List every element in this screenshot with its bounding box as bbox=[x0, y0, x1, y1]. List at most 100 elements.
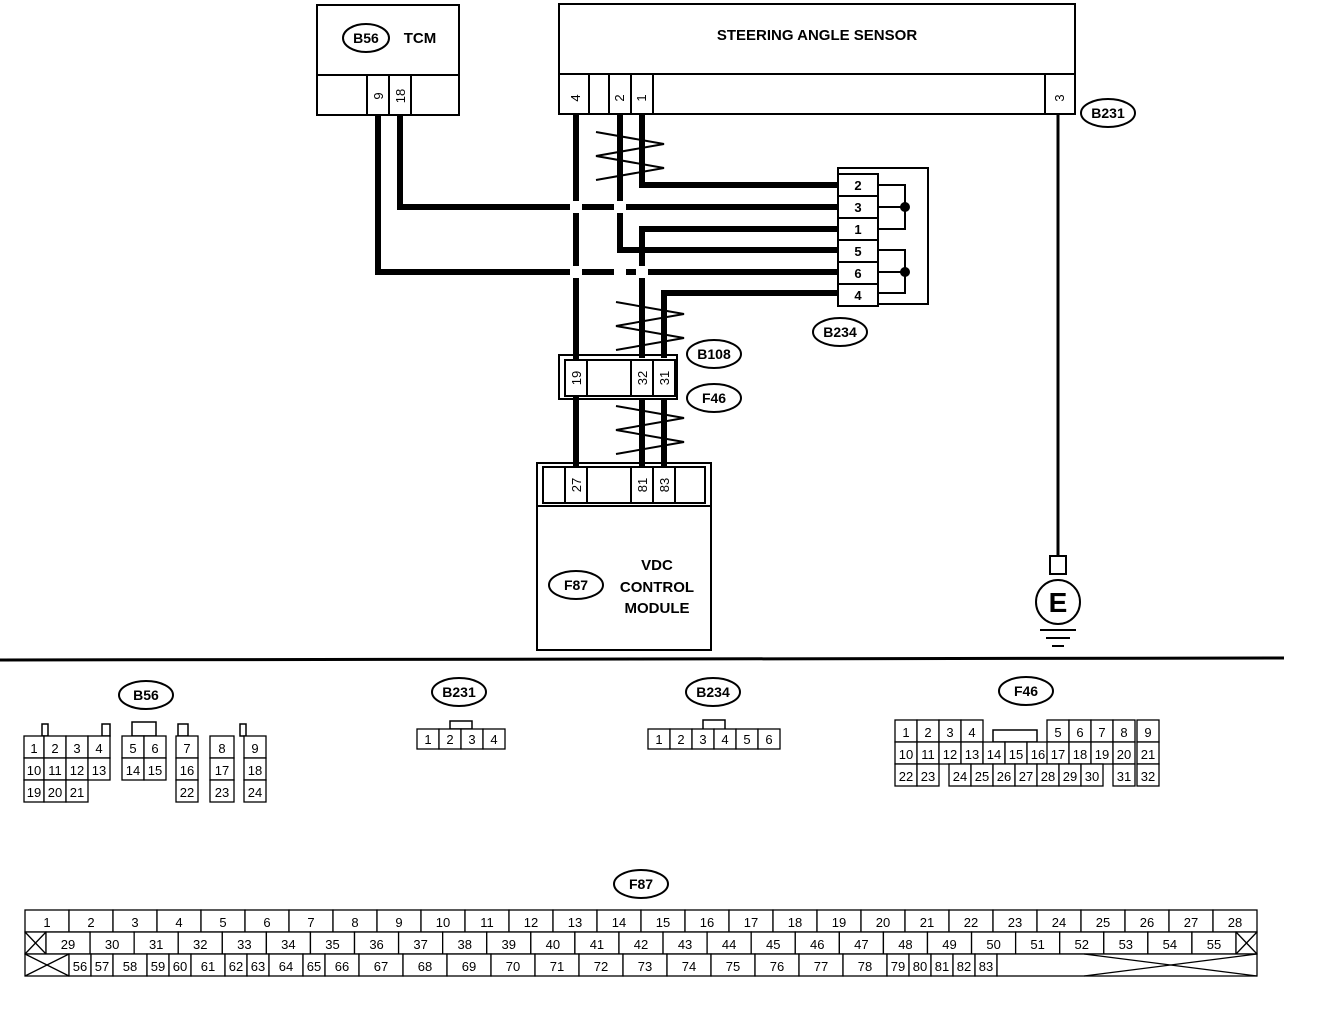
f87-pin-label: 74 bbox=[682, 959, 696, 974]
b56-pin-label: 1 bbox=[30, 741, 37, 756]
f46-pin-label: 21 bbox=[1141, 747, 1155, 762]
b234-pin-label: 3 bbox=[699, 732, 706, 747]
f46-code: F46 bbox=[702, 390, 726, 406]
b56-pin-label: 6 bbox=[151, 741, 158, 756]
tcm-code: B56 bbox=[353, 30, 379, 46]
f87-pin-label: 52 bbox=[1075, 937, 1089, 952]
f46-pin-label: 19 bbox=[1095, 747, 1109, 762]
f87-code: F87 bbox=[564, 577, 588, 593]
vdc-name-line: MODULE bbox=[625, 600, 690, 617]
inline-pin-19: 19 bbox=[569, 371, 584, 385]
f87-badge bbox=[548, 570, 604, 600]
f87-pin-label: 40 bbox=[546, 937, 560, 952]
b56-cell bbox=[243, 779, 267, 803]
joint-pin: 3 bbox=[854, 200, 861, 215]
b56-pin-label: 7 bbox=[183, 741, 190, 756]
f87-pin-label: 83 bbox=[979, 959, 993, 974]
f87-pin-label: 3 bbox=[131, 915, 138, 930]
f46-pin-label: 12 bbox=[943, 747, 957, 762]
b231-detail-code: B231 bbox=[442, 684, 476, 700]
f87-pin-label: 17 bbox=[744, 915, 758, 930]
wire-crossings bbox=[570, 201, 648, 278]
vdc-pin-83: 83 bbox=[657, 478, 672, 492]
tcm-pin-18: 18 bbox=[393, 89, 408, 103]
f87-pin-label: 31 bbox=[149, 937, 163, 952]
f87-pin-label: 43 bbox=[678, 937, 692, 952]
joint-pin: 4 bbox=[854, 288, 862, 303]
f46-pin-label: 3 bbox=[946, 725, 953, 740]
joint-pin: 1 bbox=[854, 222, 861, 237]
b56-pin-label: 10 bbox=[27, 763, 41, 778]
f87-pin-label: 6 bbox=[263, 915, 270, 930]
b234-detail-badge bbox=[685, 677, 741, 707]
f87-pin-label: 32 bbox=[193, 937, 207, 952]
f87-pin-label: 33 bbox=[237, 937, 251, 952]
f46-pin-label: 4 bbox=[968, 725, 975, 740]
f87-pin-label: 73 bbox=[638, 959, 652, 974]
b231-code: B231 bbox=[1091, 105, 1125, 121]
f87-pin-label: 72 bbox=[594, 959, 608, 974]
f87-pin-label: 68 bbox=[418, 959, 432, 974]
sensor-pin-4: 4 bbox=[568, 94, 583, 101]
b56-cell bbox=[143, 757, 167, 781]
f87-pin-label: 75 bbox=[726, 959, 740, 974]
f87-pin-label: 7 bbox=[307, 915, 314, 930]
b231-badge bbox=[1080, 98, 1136, 128]
f87-pin-label: 63 bbox=[251, 959, 265, 974]
f87-pin-label: 9 bbox=[395, 915, 402, 930]
f87-pin-label: 25 bbox=[1096, 915, 1110, 930]
b56-pin-label: 3 bbox=[73, 741, 80, 756]
f46-pin-label: 31 bbox=[1117, 769, 1131, 784]
f87-pin-label: 79 bbox=[891, 959, 905, 974]
f87-pin-label: 28 bbox=[1228, 915, 1242, 930]
inline-pin-31: 31 bbox=[657, 371, 672, 385]
b234-detail-code: B234 bbox=[696, 684, 730, 700]
f46-detail-badge bbox=[998, 676, 1054, 706]
f46-pin-label: 14 bbox=[987, 747, 1001, 762]
f87-pin-label: 44 bbox=[722, 937, 736, 952]
f87-pin-label: 2 bbox=[87, 915, 94, 930]
f87-pin-label: 26 bbox=[1140, 915, 1154, 930]
b234-pin-label: 4 bbox=[721, 732, 728, 747]
connector-latches bbox=[41, 719, 1038, 743]
tcm-module bbox=[316, 4, 460, 116]
f87-pin-label: 53 bbox=[1119, 937, 1133, 952]
f87-pin-label: 20 bbox=[876, 915, 890, 930]
tcm-name: TCM bbox=[404, 30, 437, 47]
f87-pin-label: 69 bbox=[462, 959, 476, 974]
vdc-module bbox=[536, 462, 712, 651]
f87-pin-label: 62 bbox=[229, 959, 243, 974]
f87-pin-label: 51 bbox=[1030, 937, 1044, 952]
f87-pin-label: 49 bbox=[942, 937, 956, 952]
f46-pin-label: 23 bbox=[921, 769, 935, 784]
f87-pin-label: 35 bbox=[325, 937, 339, 952]
f87-pin-label: 24 bbox=[1052, 915, 1066, 930]
f87-pin-label: 67 bbox=[374, 959, 388, 974]
b56-cell bbox=[65, 779, 89, 803]
inline-connector bbox=[558, 354, 678, 400]
b231-cell bbox=[482, 728, 506, 750]
sensor-name: STEERING ANGLE SENSOR bbox=[717, 27, 917, 44]
f87-pin-label: 30 bbox=[105, 937, 119, 952]
b234-code: B234 bbox=[823, 324, 857, 340]
f87-detail-code: F87 bbox=[629, 876, 653, 892]
sensor-pin-3: 3 bbox=[1052, 94, 1067, 101]
tcm-pin-9: 9 bbox=[371, 92, 386, 99]
joint-dot bbox=[900, 267, 910, 277]
f87-detail-badge bbox=[613, 869, 669, 899]
f46-pin-label: 30 bbox=[1085, 769, 1099, 784]
f87-pin-label: 23 bbox=[1008, 915, 1022, 930]
f87-pin-label: 47 bbox=[854, 937, 868, 952]
f46-pin-label: 16 bbox=[1031, 747, 1045, 762]
f46-cell bbox=[1136, 763, 1160, 787]
f46-cell bbox=[916, 763, 940, 787]
b231-pin-label: 1 bbox=[424, 732, 431, 747]
f87-pin-label: 34 bbox=[281, 937, 295, 952]
b56-cell bbox=[175, 779, 199, 803]
ground-symbol bbox=[1035, 555, 1081, 647]
f87-pin-label: 29 bbox=[61, 937, 75, 952]
f87-pin-label: 48 bbox=[898, 937, 912, 952]
b234-badge bbox=[812, 317, 868, 347]
b56-pin-label: 9 bbox=[251, 741, 258, 756]
f87-pin-label: 59 bbox=[151, 959, 165, 974]
